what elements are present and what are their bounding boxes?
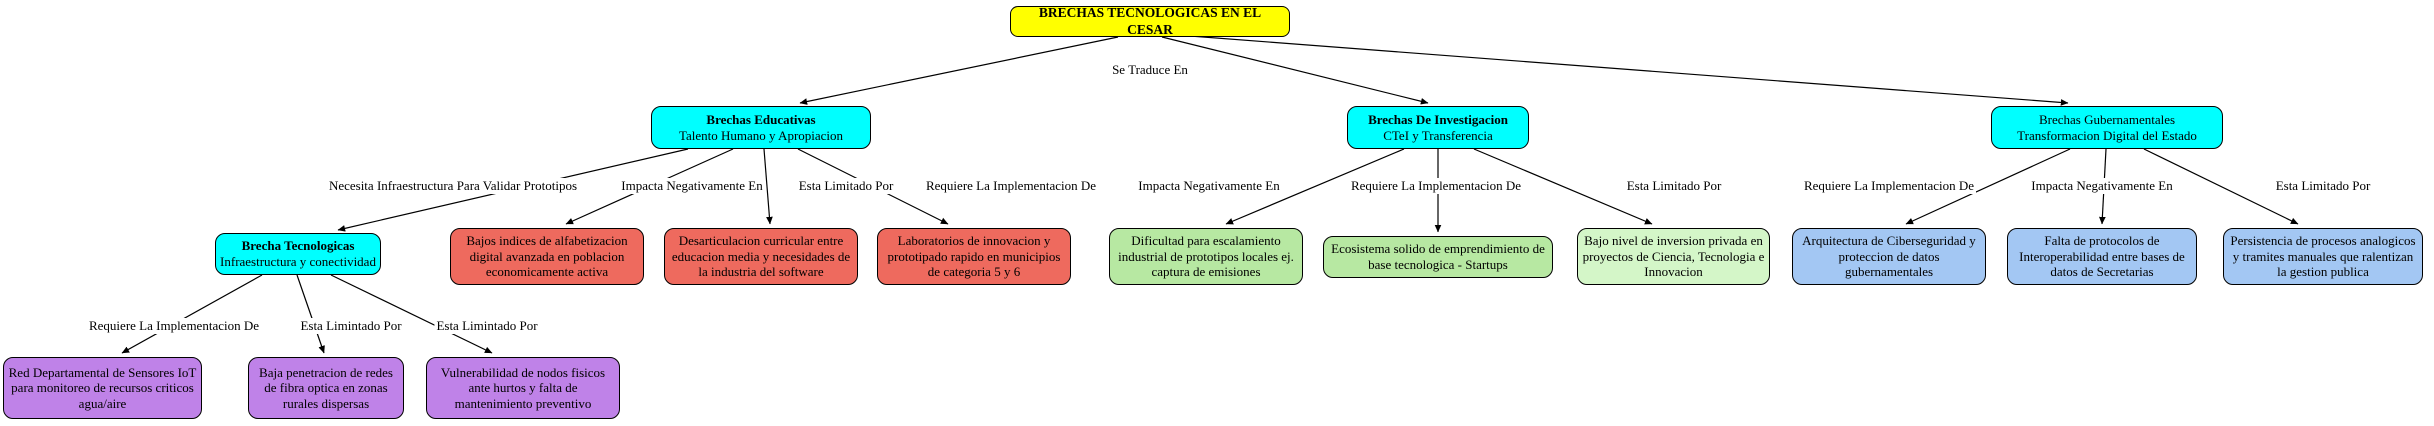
node-label: Arquitectura de Ciberseguridad y protecc…: [1802, 233, 1976, 280]
node-brechas-gubernamentales[interactable]: Brechas Gubernamentales Transformacion D…: [1991, 106, 2223, 149]
edge-label-esta-limintado-por: Esta Limintado Por: [298, 318, 404, 334]
edge-line: [1189, 35, 2069, 106]
edge-line: [330, 274, 493, 354]
node-label: Dificultad para escalamiento industrial …: [1118, 233, 1294, 280]
node-root-label: BRECHAS TECNOLÓGICAS EN EL CESAR: [1038, 6, 1262, 37]
node-label: Bajos indices de alfabetizacion digital …: [466, 233, 628, 280]
node-subtitle: Infraestructura y conectividad: [220, 254, 376, 269]
edge-line: [763, 148, 773, 225]
node-laboratorios-innovacion[interactable]: Laboratorios de innovacion y prototipado…: [877, 228, 1071, 285]
edge-label-impacta-negativamente: Impacta Negativamente En: [2029, 178, 2175, 194]
edge-label-esta-limitado-por: Esta Limitado Por: [2273, 178, 2373, 194]
edge-label-requiere-implementacion: Requiere La Implementacion De: [1801, 178, 1977, 194]
node-label: Baja penetracion de redes de fibra optic…: [259, 364, 393, 411]
edge-label-impacta-negativamente: Impacta Negativamente En: [619, 178, 765, 194]
node-label: Desarticulacion curricular entre educaci…: [671, 233, 851, 280]
node-brechas-educativas[interactable]: Brechas Educativas Talento Humano y Apro…: [651, 106, 871, 149]
edge-label-requiere-implementacion: Requiere La Implementacion De: [923, 178, 1099, 194]
node-baja-penetracion-fibra[interactable]: Baja penetracion de redes de fibra optic…: [248, 357, 404, 419]
node-label: Falta de protocolos de Interoperabilidad…: [2019, 233, 2185, 280]
edge-label-requiere-implementacion: Requiere La Implementacion De: [86, 318, 262, 334]
edge-label-esta-limitado-por: Esta Limitado Por: [1624, 178, 1724, 194]
node-title: Brechas Gubernamentales: [2038, 111, 2176, 127]
edge-line: [296, 274, 325, 354]
edge-line: [2143, 148, 2299, 225]
node-bajos-indices-alfabetizacion[interactable]: Bajos indices de alfabetizacion digital …: [450, 228, 644, 285]
node-label: Bajo nivel de inversion privada en proye…: [1582, 233, 1765, 280]
node-brecha-tecnologica[interactable]: Brecha Tecnologicas Infraestructura y co…: [215, 233, 381, 275]
node-ecosistema-startups[interactable]: Ecosistema solido de emprendimiento de b…: [1323, 236, 1553, 278]
node-title: Brechas Educativas: [706, 111, 816, 127]
node-desarticulacion-curricular[interactable]: Desarticulacion curricular entre educaci…: [664, 228, 858, 285]
edge-label-necesita-infraestructura: Necesita Infraestructura Para Validar Pr…: [326, 178, 580, 194]
node-falta-protocolos-interoperabilidad[interactable]: Falta de protocolos de Interoperabilidad…: [2007, 228, 2197, 285]
node-label: Vulnerabilidad de nodos fisicos ante hur…: [440, 364, 606, 411]
node-subtitle: Talento Humano y Apropiacion: [678, 127, 844, 143]
node-label: Laboratorios de innovacion y prototipado…: [887, 233, 1061, 280]
edge-line: [1161, 36, 1429, 105]
node-root[interactable]: BRECHAS TECNOLÓGICAS EN EL CESAR: [1010, 6, 1290, 37]
node-title: Brecha Tecnologicas: [241, 238, 355, 254]
node-subtitle: Transformacion Digital del Estado: [2017, 127, 2197, 143]
node-vulnerabilidad-nodos[interactable]: Vulnerabilidad de nodos fisicos ante hur…: [426, 357, 620, 419]
node-bajo-nivel-inversion[interactable]: Bajo nivel de inversion privada en proye…: [1577, 228, 1770, 285]
node-title: Brechas De Investigacion: [1368, 111, 1508, 127]
edge-label-se-traduce-en: Se Traduce En: [1110, 62, 1190, 78]
edge-label-requiere-implementacion: Requiere La Implementacion De: [1348, 178, 1524, 194]
node-label: Persistencia de procesos analogicos y tr…: [2230, 233, 2416, 280]
node-persistencia-procesos-analogicos[interactable]: Persistencia de procesos analogicos y tr…: [2223, 228, 2423, 285]
edge-label-esta-limitado-por: Esta Limitado Por: [796, 178, 896, 194]
edge-line: [1473, 148, 1653, 225]
node-label: Ecosistema solido de emprendimiento de b…: [1331, 241, 1545, 272]
node-dificultad-escalamiento[interactable]: Dificultad para escalamiento industrial …: [1109, 228, 1303, 285]
edge-line: [121, 274, 263, 354]
edge-label-impacta-negativamente: Impacta Negativamente En: [1136, 178, 1282, 194]
node-red-sensores-iot[interactable]: Red Departamental de Sensores IoT para m…: [3, 357, 202, 419]
node-brechas-de-investigacion[interactable]: Brechas De Investigacion CTeI y Transfer…: [1347, 106, 1529, 149]
edge-line: [1905, 148, 2071, 225]
edge-line: [1225, 148, 1405, 225]
node-label: Red Departamental de Sensores IoT para m…: [8, 364, 197, 411]
edge-label-esta-limintado-por: Esta Limintado Por: [434, 318, 540, 334]
node-arquitectura-ciberseguridad[interactable]: Arquitectura de Ciberseguridad y protecc…: [1792, 228, 1986, 285]
node-subtitle: CTeI y Transferencia: [1383, 127, 1493, 143]
edge-line: [799, 36, 1119, 105]
